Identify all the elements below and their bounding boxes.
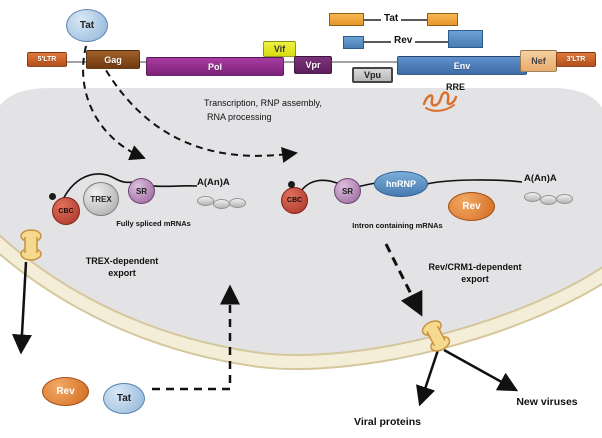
rre-structure-icon	[422, 91, 458, 112]
pabp-bead	[524, 192, 541, 202]
pabp-bead	[540, 195, 557, 205]
genome-segment-gag: Gag	[86, 50, 140, 69]
genome-segment-vpr: Vpr	[294, 56, 332, 74]
genome-segment-vpu: Vpu	[352, 67, 393, 83]
pabp-bead	[556, 194, 573, 204]
genome-segment-vif: Vif	[263, 41, 296, 57]
tat-reimport-arrow	[152, 284, 240, 391]
new-viruses-arrow	[443, 348, 519, 392]
tat-exon-2	[427, 13, 458, 26]
trex-export-label-line1: TREX-dependent	[85, 256, 159, 266]
genome-segment-nef: Nef	[520, 50, 557, 72]
trex-export-arrow	[11, 261, 32, 355]
pabp-bead	[197, 196, 214, 206]
nuclear-pore-right	[421, 320, 451, 352]
rev-protein-cytoplasm: Rev	[42, 377, 89, 406]
genome-segment-env: Env	[397, 56, 527, 75]
trex-protein: TREX	[83, 182, 119, 216]
tat-exon-1	[329, 13, 364, 26]
nuclear-pore-left	[20, 229, 42, 261]
new-viruses-label: New viruses	[516, 396, 578, 408]
genome-segment-3ltr: 3'LTR	[556, 52, 596, 67]
spliced-mrna-caption: Fully spliced mRNAs	[116, 219, 191, 228]
spliced-mrna-line	[59, 173, 198, 207]
pabp-bead	[213, 199, 230, 209]
genome-segment-pol: Pol	[146, 57, 284, 76]
splice-tat-label: Tat	[381, 13, 402, 24]
mrna-cap-icon	[288, 181, 295, 188]
mrna-cap-icon	[49, 193, 56, 200]
cbc-protein-spliced: CBC	[52, 197, 80, 225]
viral-proteins-arrow	[416, 349, 440, 407]
rev-export-label-line2: export	[461, 274, 489, 284]
intron-mrna-line-right	[426, 179, 523, 185]
tat-to-intron-arrow	[99, 59, 298, 163]
tat-protein-top: Tat	[66, 9, 108, 42]
nucleus-region	[0, 88, 602, 363]
intron-mrna-to-pore-arrow	[384, 243, 423, 317]
intron-mrna-caption: Intron containing mRNAs	[352, 221, 443, 230]
rev-export-label-line1: Rev/CRM1-dependent	[428, 262, 522, 272]
process-caption-line2: RNA processing	[207, 112, 272, 122]
process-caption-line1: Transcription, RNP assembly,	[204, 98, 322, 108]
polya-tail-intron: A(An)A	[524, 173, 557, 184]
rev-exon-1	[343, 36, 364, 49]
tat-to-spliced-arrow	[82, 45, 146, 161]
nuclear-envelope	[0, 237, 602, 369]
hnrnp-protein: hnRNP	[374, 171, 428, 197]
cbc-protein-intron: CBC	[281, 187, 308, 214]
sr-protein-intron: SR	[334, 178, 361, 204]
viral-proteins-label: Viral proteins	[354, 416, 421, 428]
tat-protein-cytoplasm: Tat	[103, 383, 145, 414]
genome-segment-5ltr: 5'LTR	[27, 52, 67, 67]
pabp-bead	[229, 198, 246, 208]
polya-tail-spliced: A(An)A	[197, 177, 230, 188]
rre-label: RRE	[446, 82, 466, 92]
rev-protein-nuclear: Rev	[448, 192, 495, 221]
rev-exon-2	[448, 30, 483, 48]
trex-export-label-line2: export	[108, 268, 136, 278]
splice-rev-label: Rev	[391, 35, 416, 46]
sr-protein-spliced: SR	[128, 178, 155, 204]
